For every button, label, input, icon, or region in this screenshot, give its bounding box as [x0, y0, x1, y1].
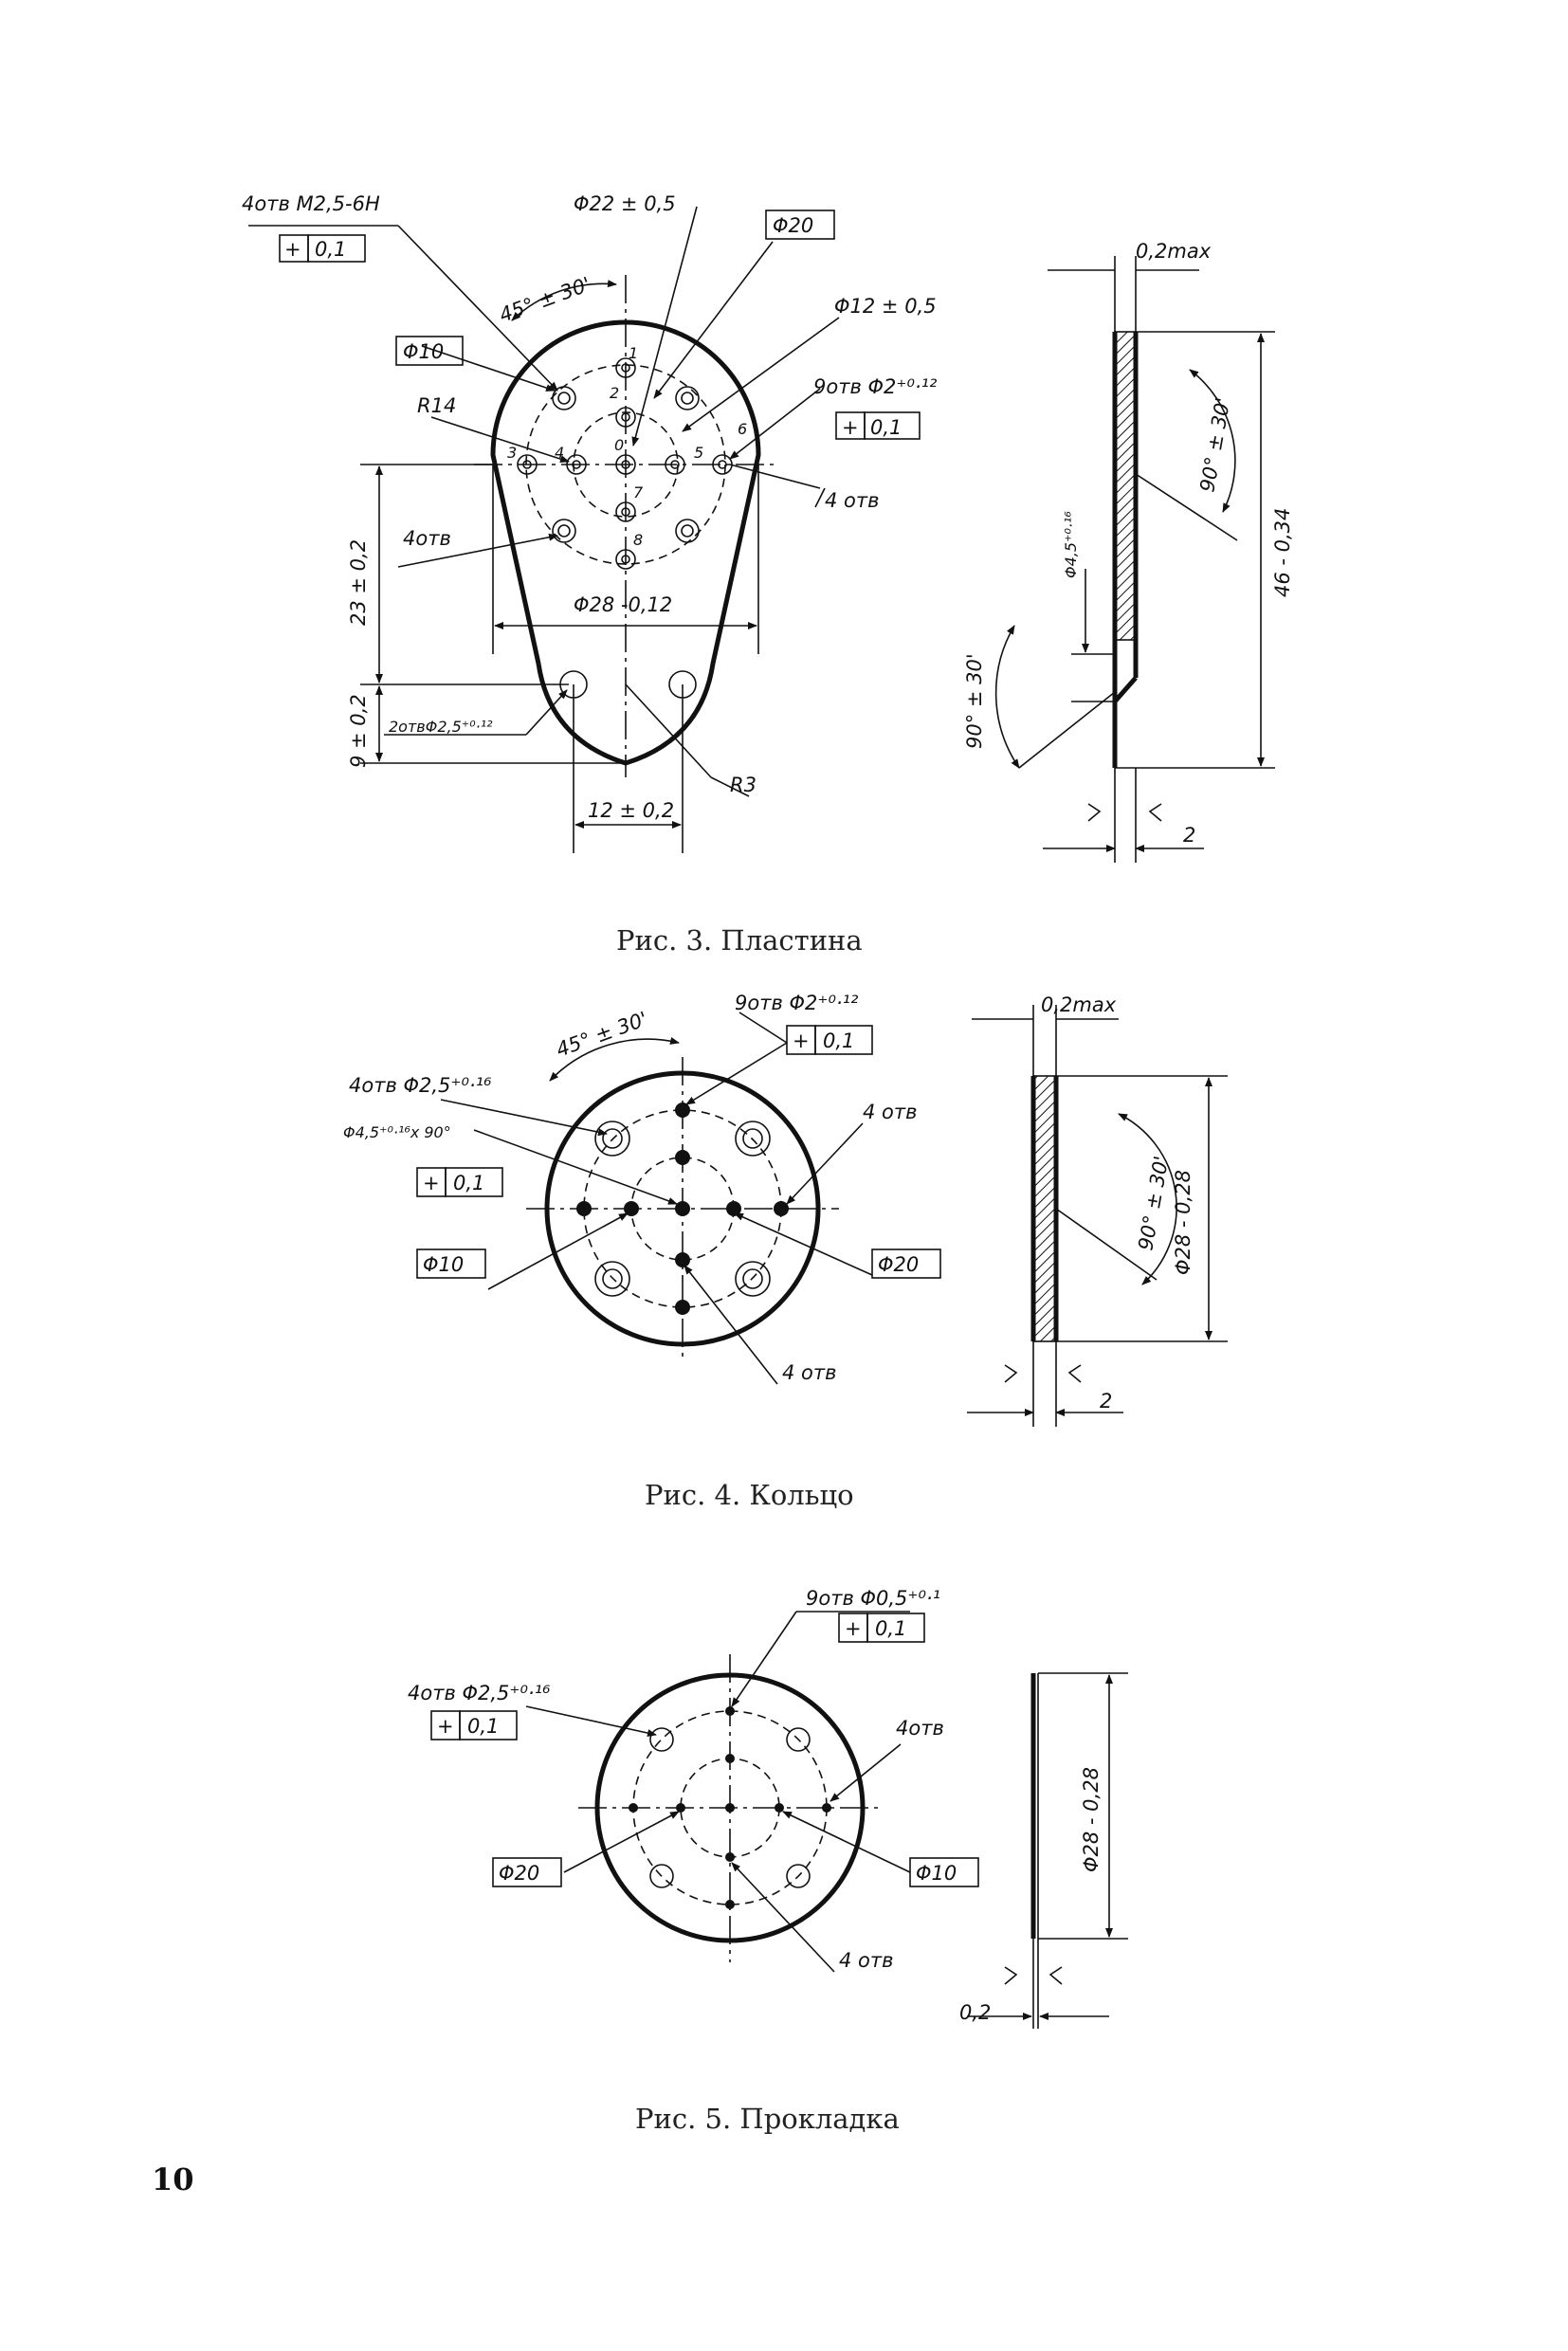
label-tol: 0,1: [870, 416, 902, 439]
num-2: 2: [610, 384, 619, 402]
label-4holes-right: 4 отв: [863, 1101, 918, 1123]
label-side-02max: 0,2max: [1136, 240, 1212, 263]
ring-large-holes: [594, 1121, 771, 1297]
label-csk: Φ4,5⁺⁰·¹⁶x 90°: [343, 1123, 451, 1141]
label-tol: 0,1: [823, 1030, 854, 1052]
caption-fig5: Рис. 5. Прокладка: [635, 2103, 900, 2135]
num-4: 4: [555, 444, 564, 462]
plus-symbol: +: [793, 1030, 810, 1052]
num-1: 1: [629, 344, 638, 362]
page-number: 10: [152, 2161, 194, 2197]
label-4holes-left: 4отв: [403, 527, 451, 550]
label-side-d45: Φ4,5⁺⁰·¹⁶: [1062, 511, 1080, 578]
label-side-thk: 0,2: [959, 2001, 991, 2024]
fig5-side-view: Φ28 - 0,28 0,2: [959, 1672, 1128, 2029]
label-r3: R3: [730, 774, 757, 796]
plus-symbol: +: [845, 1617, 862, 1640]
plus-symbol: +: [437, 1715, 454, 1738]
plus-symbol: +: [284, 238, 301, 261]
label-d10: Φ10: [916, 1862, 957, 1885]
figure-3-plate: 4отв М2,5-6Н + 0,1 Φ22 ± 0,5 Φ20 45° ± 3…: [242, 192, 1294, 863]
num-0: 0: [614, 436, 624, 454]
gasket-large-holes: [649, 1727, 811, 1888]
num-3: 3: [507, 444, 517, 462]
figure-4-ring: 45° ± 30' 9отв Φ2⁺⁰·¹² + 0,1 4отв Φ2,5⁺⁰…: [343, 992, 1228, 1427]
label-d12: Φ12 ± 0,5: [834, 295, 937, 318]
caption-fig3: Рис. 3. Пластина: [616, 924, 863, 957]
label-angle45: 45° ± 30': [497, 273, 594, 327]
small-holes-9: [517, 357, 733, 570]
label-holes4-d25: 4отв Φ2,5⁺⁰·¹⁶: [349, 1074, 491, 1097]
label-side-angle2: 90° ± 30': [963, 653, 986, 749]
num-7: 7: [633, 483, 644, 501]
label-holes-m25: 4отв М2,5-6Н: [242, 192, 380, 215]
label-4holes-bottom: 4 отв: [839, 1949, 894, 1972]
plus-symbol: +: [423, 1172, 440, 1194]
label-tol: 0,1: [467, 1715, 499, 1738]
figure-5-gasket: 9отв Φ0,5⁺⁰·¹ + 0,1 4отв Φ2,5⁺⁰·¹⁶ + 0,1…: [408, 1587, 1128, 2029]
label-tol: 0,1: [453, 1172, 484, 1194]
label-d28: Φ28 -0,12: [574, 593, 672, 616]
label-side-02max: 0,2max: [1041, 993, 1117, 1016]
num-5: 5: [694, 444, 703, 462]
label-holes9: 9отв Φ2⁺⁰·¹²: [735, 992, 859, 1014]
label-dim9: 9 ± 0,2: [347, 694, 370, 768]
label-d22: Φ22 ± 0,5: [574, 192, 676, 215]
label-side-d28: Φ28 - 0,28: [1172, 1170, 1194, 1275]
circle-d12: [573, 411, 679, 518]
num-6: 6: [738, 420, 747, 438]
label-4holes-right: 4отв: [896, 1717, 944, 1740]
label-d20: Φ20: [499, 1862, 539, 1885]
plate-outline: [490, 319, 761, 766]
num-8: 8: [633, 531, 643, 549]
label-d20: Φ20: [878, 1253, 919, 1276]
label-holes9: 9отв Φ0,5⁺⁰·¹: [806, 1587, 940, 1610]
label-side-thk: 2: [1100, 1390, 1112, 1412]
label-4holes-right: 4 отв: [825, 489, 880, 512]
fig3-side-view: 0,2max 90° ± 30' Φ4,5⁺⁰·¹⁶ 90° ± 30' 46 …: [963, 240, 1294, 863]
label-side-angle: 90° ± 30': [1134, 1155, 1173, 1252]
caption-fig4: Рис. 4. Кольцо: [645, 1479, 854, 1511]
label-angle45: 45° ± 30': [554, 1008, 651, 1062]
gasket-small-holes: [629, 1706, 831, 1909]
label-side-d28: Φ28 - 0,28: [1080, 1767, 1103, 1872]
label-d10: Φ10: [423, 1253, 464, 1276]
label-side-angle: 90° ± 30': [1195, 396, 1234, 494]
label-r14: R14: [417, 394, 456, 417]
label-holes4-d25: 4отв Φ2,5⁺⁰·¹⁶: [408, 1682, 550, 1704]
label-tol: 0,1: [315, 238, 346, 261]
label-holes2: 2отвΦ2,5⁺⁰·¹²: [389, 718, 493, 736]
label-4holes-bottom: 4 отв: [782, 1361, 837, 1384]
label-dim23: 23 ± 0,2: [347, 539, 370, 626]
ring-small-holes: [576, 1103, 789, 1315]
label-dim12: 12 ± 0,2: [588, 799, 674, 822]
fig4-side-view: 0,2max 90° ± 30' Φ28 - 0,28 2: [967, 993, 1228, 1427]
label-side-len: 46 - 0,34: [1271, 508, 1294, 597]
circle-d20: [525, 364, 726, 565]
plus-symbol: +: [842, 416, 859, 439]
label-d20: Φ20: [773, 214, 813, 237]
m25-holes: [552, 386, 700, 543]
label-holes9: 9отв Φ2⁺⁰·¹²: [813, 375, 938, 398]
label-d10: Φ10: [403, 340, 444, 363]
label-side-thk: 2: [1183, 824, 1195, 847]
label-tol: 0,1: [875, 1617, 906, 1640]
